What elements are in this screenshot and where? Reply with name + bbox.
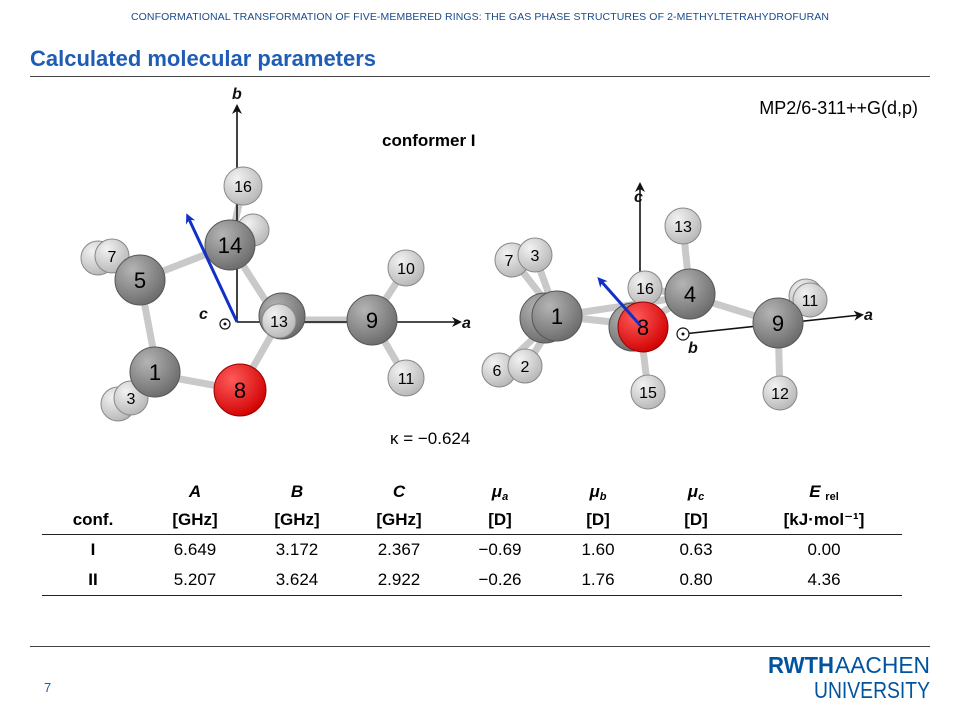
atom-13-right: 13 [664, 207, 702, 245]
title-divider [30, 76, 930, 77]
svg-text:10: 10 [397, 261, 415, 278]
unit-conf: conf. [42, 506, 144, 535]
atom-5: 5 [114, 254, 166, 306]
atom-11: 11 [387, 359, 425, 397]
col-C: C [392, 482, 406, 501]
atom-16: 16 [223, 166, 263, 206]
right-dipole-arrow [597, 277, 642, 326]
unit-mu-b: [D] [550, 506, 646, 535]
col-mu-b: μb [589, 481, 607, 503]
svg-text:16: 16 [636, 281, 654, 298]
atom-1-right: 1 [519, 290, 583, 344]
unit-E-rel: [kJ·mol⁻¹] [746, 506, 902, 535]
svg-text:1: 1 [551, 304, 563, 329]
left-axis-a-label: a [462, 315, 471, 332]
rwth-logo: RWTH AACHEN UNIVERSITY [768, 652, 930, 702]
svg-text:9: 9 [366, 308, 378, 333]
left-dipole-arrow [186, 213, 239, 323]
unit-A: [GHz] [144, 506, 246, 535]
atom-11-right: 11 [788, 278, 828, 318]
svg-text:AACHEN: AACHEN [835, 652, 930, 678]
svg-text:12: 12 [771, 386, 789, 403]
footer-divider [30, 646, 930, 647]
svg-text:7: 7 [505, 253, 514, 270]
col-mu-c: μc [687, 481, 705, 503]
svg-text:1: 1 [149, 360, 161, 385]
atom-6-right: 6 [481, 352, 517, 388]
slide-header: CONFORMATIONAL TRANSFORMATION OF FIVE-ME… [130, 11, 830, 23]
atom-12-right: 12 [762, 375, 798, 411]
conformer-label: conformer I [382, 131, 476, 150]
col-A: A [188, 482, 202, 501]
unit-C: [GHz] [348, 506, 450, 535]
svg-text:4: 4 [684, 282, 696, 307]
page-number: 7 [44, 680, 52, 695]
svg-text:9: 9 [772, 311, 784, 336]
table-row: II 5.207 3.624 2.922 −0.26 1.76 0.80 4.3… [42, 565, 902, 596]
atom-10: 10 [387, 249, 425, 287]
atom-8: 8 [213, 363, 267, 417]
svg-text:11: 11 [802, 293, 819, 310]
svg-text:UNIVERSITY: UNIVERSITY [814, 677, 930, 702]
atom-14: 14 [204, 219, 256, 271]
left-axis-c-label: c [199, 306, 208, 323]
atom-13: 13 [258, 292, 306, 340]
svg-text:15: 15 [639, 385, 657, 402]
svg-text:8: 8 [234, 378, 246, 403]
col-mu-a: μa [491, 481, 509, 503]
right-molecule: c a b 13 7 3 16 4 11 9 1 8 6 2 15 12 [481, 182, 873, 411]
svg-text:3: 3 [531, 248, 540, 265]
unit-B: [GHz] [246, 506, 348, 535]
unit-mu-c: [D] [646, 506, 746, 535]
atom-4-right: 4 [664, 268, 716, 320]
col-E-rel: E rel [809, 481, 839, 503]
kappa-value: κ = −0.624 [390, 429, 471, 448]
slide-title: Calculated molecular parameters [30, 46, 377, 71]
svg-text:13: 13 [270, 314, 288, 331]
svg-text:6: 6 [493, 363, 502, 380]
svg-text:13: 13 [674, 219, 692, 236]
table-header-units: conf. [GHz] [GHz] [GHz] [D] [D] [D] [kJ·… [42, 506, 902, 535]
svg-text:5: 5 [134, 268, 146, 293]
atom-16-right: 16 [627, 270, 663, 306]
right-axis-a-label: a [864, 307, 873, 324]
left-axis-b-label: b [232, 86, 242, 103]
atom-15-right: 15 [630, 374, 666, 410]
parameters-table: A B C μa μb μc E rel conf. [GHz] [GHz] [… [42, 478, 902, 596]
unit-mu-a: [D] [450, 506, 550, 535]
molecule-structures: b a c 16 7 5 14 13 9 10 11 3 1 8 [80, 86, 873, 422]
right-axis-c-label: c [634, 189, 643, 206]
svg-text:11: 11 [398, 371, 415, 388]
svg-text:7: 7 [108, 249, 117, 266]
atom-9: 9 [346, 294, 398, 346]
svg-text:3: 3 [127, 391, 136, 408]
table-row: I 6.649 3.172 2.367 −0.69 1.60 0.63 0.00 [90, 540, 841, 559]
col-B: B [290, 482, 304, 501]
svg-text:8: 8 [637, 315, 649, 340]
atom-9-right: 9 [752, 297, 804, 349]
atom-3-right: 3 [517, 237, 553, 273]
svg-text:RWTH: RWTH [768, 652, 834, 678]
atom-8-right: 8 [608, 301, 669, 353]
left-molecule: b a c 16 7 5 14 13 9 10 11 3 1 8 [80, 86, 471, 422]
svg-text:14: 14 [218, 233, 242, 258]
atom-2-right: 2 [507, 348, 543, 384]
method-label: MP2/6-311++G(d,p) [759, 98, 918, 118]
right-axis-b-label: b [688, 340, 698, 357]
atom-1: 1 [129, 346, 181, 398]
table-header-symbols: A B C μa μb μc E rel [42, 478, 902, 506]
svg-text:2: 2 [521, 359, 530, 376]
svg-text:16: 16 [234, 179, 252, 196]
